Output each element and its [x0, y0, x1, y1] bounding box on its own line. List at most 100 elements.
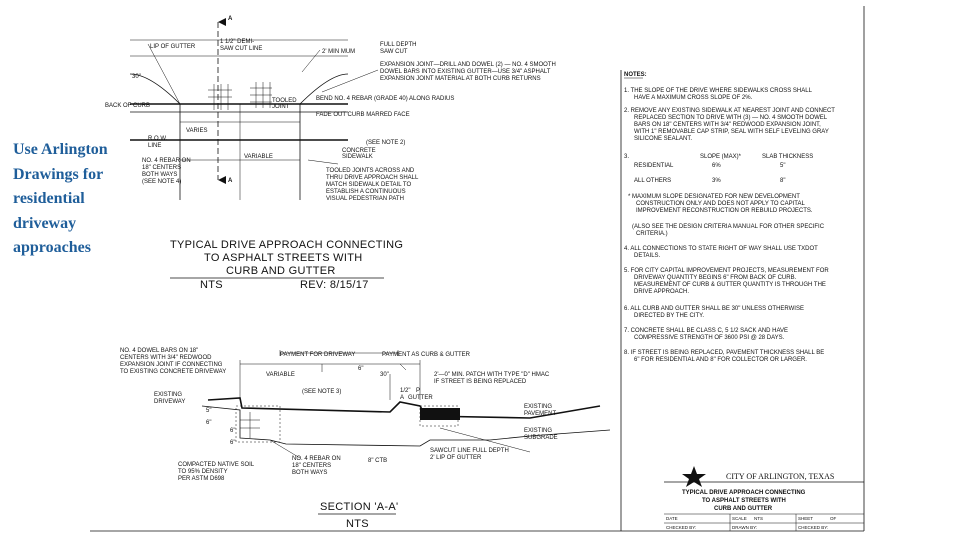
star-note-line-1: * MAXIMUM SLOPE DESIGNATED FOR NEW DEVEL… — [628, 194, 800, 200]
note-2-line-d: WITH 1" REMOVABLE CAP STRIP, SEAL WITH S… — [634, 129, 829, 135]
others-slab: 8" — [780, 178, 785, 184]
section-arrow-top — [218, 18, 226, 26]
half-inch-gutter: GUTTER — [408, 395, 433, 401]
bend-bar-label: BEND NO. 4 REBAR (GRADE 40) ALONG RADIUS — [316, 96, 454, 102]
note-8-line-a: 8. IF STREET IS BEING REPLACED, PAVEMENT… — [624, 350, 824, 356]
scale-value: NTS — [754, 516, 763, 521]
plan-rev: REV: 8/15/17 — [300, 279, 369, 291]
section-title-label: SECTION 'A-A' — [320, 501, 398, 513]
existing-pavement-1: EXISTING — [524, 404, 552, 410]
depth-6-label-c: 6" — [230, 440, 235, 446]
date-label: DATE — [666, 516, 678, 521]
note-1-line-b: HAVE A MAXIMUM CROSS SLOPE OF 2%. — [634, 95, 753, 101]
section-title: SECTION 'A-A' NTS — [318, 501, 398, 530]
sidewalk-leader — [307, 159, 339, 165]
section-thirty-label: 30" — [380, 372, 389, 378]
full-depth-label: FULL DEPTH — [380, 42, 416, 48]
slide-caption: Use Arlington Drawings for residential d… — [13, 141, 108, 256]
sheet-label: SHEET — [798, 516, 813, 521]
checked-by-label: CHECKED BY: — [666, 525, 696, 530]
section-note-ticks — [321, 363, 407, 372]
tooled-joints-line-3: MATCH SIDEWALK DETAIL TO — [326, 182, 411, 188]
section-dim-marks — [240, 412, 260, 438]
rebar-label-4: (SEE NOTE 4) — [142, 179, 181, 185]
half-inch-label: 1/2" — [400, 388, 410, 394]
note-5-line-b: DRIVEWAY QUANTITY BEGINS 6" FROM BACK OF… — [634, 275, 797, 281]
section-rebar-zone — [235, 405, 281, 443]
residential-label: RESIDENTIAL — [634, 163, 674, 169]
concrete-label-2: SIDEWALK — [342, 154, 373, 160]
see-note-2-label: (SEE NOTE 2) — [366, 140, 405, 146]
star-note-line-5: CRITERIA.) — [636, 231, 668, 237]
patch-line-1: 2'—0" MIN. PATCH WITH TYPE "D" HMAC — [434, 372, 550, 378]
section-saw-cut-block — [420, 408, 460, 420]
two-min-label: 2' MIN MUM — [322, 49, 355, 55]
of-label: OF — [830, 516, 837, 521]
back-of-curb-label: BACK OF CURB — [105, 103, 150, 109]
plan-title-line-1: TYPICAL DRIVE APPROACH CONNECTING — [170, 239, 403, 251]
thirty-inch-label: 30" — [132, 74, 141, 80]
drawing-canvas: LIP OF GUTTER 1 1/2" DEMI- SAW CUT LINE … — [90, 6, 865, 532]
note-3-number: 3. — [624, 154, 629, 160]
expansion-leader — [321, 69, 379, 93]
section-variable-label: VARIABLE — [266, 372, 295, 378]
fade-out-label: FADE OUT CURB MARRED FACE — [316, 112, 410, 118]
tooled-joints-line-5: VISUAL PEDESTRIAN PATH — [326, 196, 404, 202]
section-surface-line — [207, 397, 601, 419]
note-5-line-c: MEASUREMENT OF CURB & GUTTER QUANTITY IS… — [634, 282, 826, 288]
dowel-line-3: EXPANSION JOINT IF CONNECTING — [120, 362, 223, 368]
payment-curb-label: PAYMENT AS CURB & GUTTER — [382, 352, 471, 358]
note-2-line-c: BARS ON 18" CENTERS WITH 3/4" REDWOOD EX… — [634, 122, 821, 128]
note-2-line-e: SILICONE SEALANT. — [634, 136, 692, 142]
section-arrow-bottom — [218, 176, 226, 184]
expansion-line-1: EXPANSION JOINT—DRILL AND DOWEL (2) — NO… — [380, 62, 556, 68]
plan-title-line-3: CURB AND GUTTER — [226, 265, 336, 277]
plan-title-line-2: TO ASPHALT STREETS WITH — [204, 252, 362, 264]
half-inch-a: A — [400, 395, 404, 401]
two-min-leader — [301, 49, 321, 73]
star-note-line-4: (ALSO SEE THE DESIGN CRITERIA MANUAL FOR… — [632, 224, 825, 230]
title-block-line-1: TYPICAL DRIVE APPROACH CONNECTING — [682, 490, 806, 496]
note-7-line-b: COMPRESSIVE STRENGTH OF 3600 PSI @ 28 DA… — [634, 335, 785, 341]
star-note-line-2: CONSTRUCTION ONLY AND DOES NOT APPLY TO … — [636, 201, 805, 207]
existing-subgrade-1: EXISTING — [524, 428, 552, 434]
note-5-line-a: 5. FOR CITY CAPITAL IMPROVEMENT PROJECTS… — [624, 268, 829, 274]
drawing-sheet: LIP OF GUTTER 1 1/2" DEMI- SAW CUT LINE … — [90, 0, 870, 540]
dowel-line-2: CENTERS WITH 3/4" REDWOOD — [120, 355, 212, 361]
plan-callouts: LIP OF GUTTER 1 1/2" DEMI- SAW CUT LINE … — [105, 16, 556, 202]
depth-6-label-a: 6" — [206, 420, 211, 426]
patch-line-2: IF STREET IS BEING REPLACED — [434, 379, 527, 385]
title-block: CITY OF ARLINGTON, TEXAS TYPICAL DRIVE A… — [664, 466, 864, 531]
residential-slope: 6% — [712, 163, 721, 169]
slab-header: SLAB THICKNESS — [762, 154, 813, 160]
plan-left-return — [129, 73, 181, 105]
soil-line-1: COMPACTED NATIVE SOIL — [178, 462, 255, 468]
see-note-3-label: (SEE NOTE 3) — [302, 389, 341, 395]
rebar-label-1: NO. 4 REBAR ON — [142, 158, 191, 164]
tooled-joints-line-2: THRU DRIVE APPROACH SHALL — [326, 175, 419, 181]
note-1-line-a: 1. THE SLOPE OF THE DRIVE WHERE SIDEWALK… — [624, 88, 813, 94]
half-inch-p: P — [416, 388, 420, 394]
tooled-label-2: JOINT — [272, 104, 290, 110]
plan-title: TYPICAL DRIVE APPROACH CONNECTING TO ASP… — [170, 239, 403, 291]
section-rebar-leader — [269, 439, 301, 459]
soil-line-3: PER ASTM D698 — [178, 476, 225, 482]
demi-saw-label: 1 1/2" DEMI- — [220, 39, 254, 45]
rebar-label-3: BOTH WAYS — [142, 172, 177, 178]
tooled-label-1: TOOLED — [272, 98, 297, 104]
checked-by-label-2: CHECKED BY: — [798, 525, 828, 530]
sawcut-line-1: SAWCUT LINE FULL DEPTH — [430, 448, 509, 454]
section-view — [201, 350, 611, 459]
saw-cut-label: SAW CUT — [380, 49, 408, 55]
plan-view — [129, 18, 379, 200]
note-8-line-b: 6" FOR RESIDENTIAL AND 8" FOR COLLECTOR … — [634, 357, 807, 363]
row-label-2: LINE — [148, 143, 161, 149]
section-callouts: NO. 4 DOWEL BARS ON 18" CENTERS WITH 3/4… — [120, 348, 558, 482]
ctb-label: 8" CTB — [368, 458, 387, 464]
soil-line-2: TO 95% DENSITY — [178, 469, 228, 475]
tooled-joints-line-1: TOOLED JOINTS ACROSS AND — [326, 168, 415, 174]
note-7-line-a: 7. CONCRETE SHALL BE CLASS C, 5 1/2 SACK… — [624, 328, 788, 334]
six-inch-top-label: 6" — [358, 366, 363, 372]
section-mark-bottom: A — [228, 178, 233, 184]
drawn-by-label: DRAWN BY: — [732, 525, 757, 530]
